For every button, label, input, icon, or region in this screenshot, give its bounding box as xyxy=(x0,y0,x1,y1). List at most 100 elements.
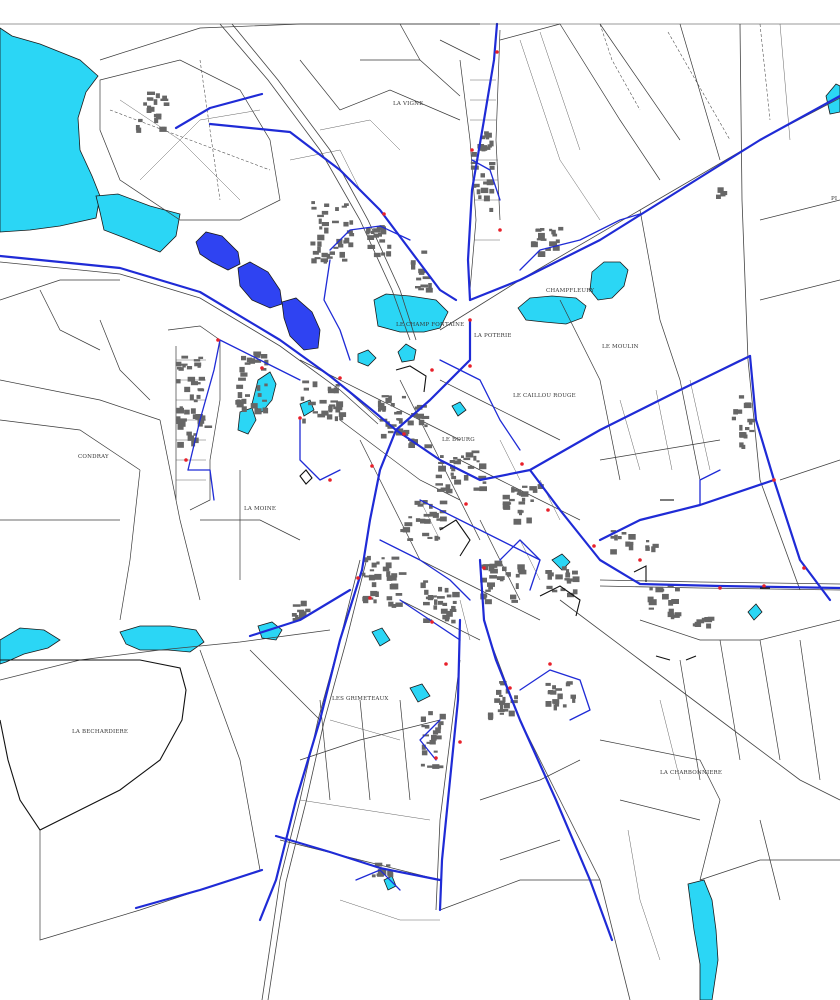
building xyxy=(646,540,650,543)
building xyxy=(645,545,650,548)
building xyxy=(515,583,519,589)
building xyxy=(317,214,324,218)
building xyxy=(371,582,377,588)
building xyxy=(338,412,347,417)
hydrant-marker xyxy=(772,478,776,482)
building xyxy=(483,564,490,567)
building xyxy=(652,543,659,548)
pond-south-1 xyxy=(257,621,283,641)
building xyxy=(385,562,392,569)
building xyxy=(349,233,355,237)
label-les-grimeteaux: LES GRIMETEAUX xyxy=(332,696,389,702)
building xyxy=(305,608,311,613)
building xyxy=(621,532,627,535)
building xyxy=(244,362,251,365)
building xyxy=(499,681,507,684)
building xyxy=(655,586,664,593)
building xyxy=(450,472,454,476)
building xyxy=(489,713,494,719)
building xyxy=(451,468,456,472)
building xyxy=(706,623,712,629)
building xyxy=(453,460,460,465)
building xyxy=(552,246,560,251)
building xyxy=(535,228,540,231)
building xyxy=(437,596,445,599)
building xyxy=(395,593,403,596)
building xyxy=(319,399,327,404)
building xyxy=(530,499,534,502)
building xyxy=(478,488,484,491)
building xyxy=(370,230,374,234)
building xyxy=(333,406,340,410)
building xyxy=(155,113,162,120)
building xyxy=(423,618,430,623)
building xyxy=(444,587,449,593)
building xyxy=(480,173,485,178)
building xyxy=(422,734,429,737)
building xyxy=(514,695,518,700)
building xyxy=(371,874,376,878)
building xyxy=(186,431,192,436)
building xyxy=(505,572,511,576)
building xyxy=(707,616,715,621)
building xyxy=(395,602,403,607)
hydrant-marker xyxy=(458,740,462,744)
building xyxy=(368,574,375,581)
building xyxy=(186,366,193,370)
building xyxy=(250,403,258,409)
building xyxy=(423,601,430,606)
building xyxy=(716,194,721,199)
building xyxy=(256,385,261,391)
building xyxy=(193,399,198,403)
building xyxy=(297,609,305,613)
building xyxy=(444,617,450,622)
building xyxy=(394,411,402,415)
building xyxy=(674,612,682,617)
building xyxy=(489,162,496,166)
building xyxy=(432,764,440,769)
building xyxy=(557,693,563,700)
building xyxy=(376,561,380,565)
building xyxy=(193,359,201,362)
building xyxy=(420,763,425,767)
building xyxy=(245,394,250,397)
building xyxy=(484,599,492,605)
building xyxy=(439,500,448,505)
building xyxy=(481,135,486,140)
building xyxy=(508,710,515,717)
building xyxy=(311,258,317,264)
building xyxy=(387,870,393,876)
building xyxy=(566,579,572,584)
hydrant-marker xyxy=(470,148,474,152)
building xyxy=(236,399,241,403)
building xyxy=(545,570,552,574)
building xyxy=(471,450,480,454)
building xyxy=(418,268,426,274)
building xyxy=(424,589,429,595)
building xyxy=(344,237,350,244)
building xyxy=(502,696,506,703)
building xyxy=(553,701,557,705)
building-layer xyxy=(135,91,755,878)
building xyxy=(310,241,316,246)
building xyxy=(366,227,371,234)
building xyxy=(511,487,515,493)
building xyxy=(427,765,435,768)
building xyxy=(435,735,442,740)
building xyxy=(745,402,751,407)
hydrant-marker xyxy=(370,464,374,468)
building xyxy=(381,557,385,560)
building xyxy=(505,688,509,694)
building xyxy=(675,587,680,592)
pond-small-4 xyxy=(451,401,467,417)
building xyxy=(614,534,618,541)
building xyxy=(422,276,431,280)
building xyxy=(348,242,354,248)
building xyxy=(435,483,443,486)
building xyxy=(159,126,167,132)
building xyxy=(389,584,397,590)
basin-1 xyxy=(195,231,241,271)
building xyxy=(198,388,205,392)
building xyxy=(485,133,490,140)
